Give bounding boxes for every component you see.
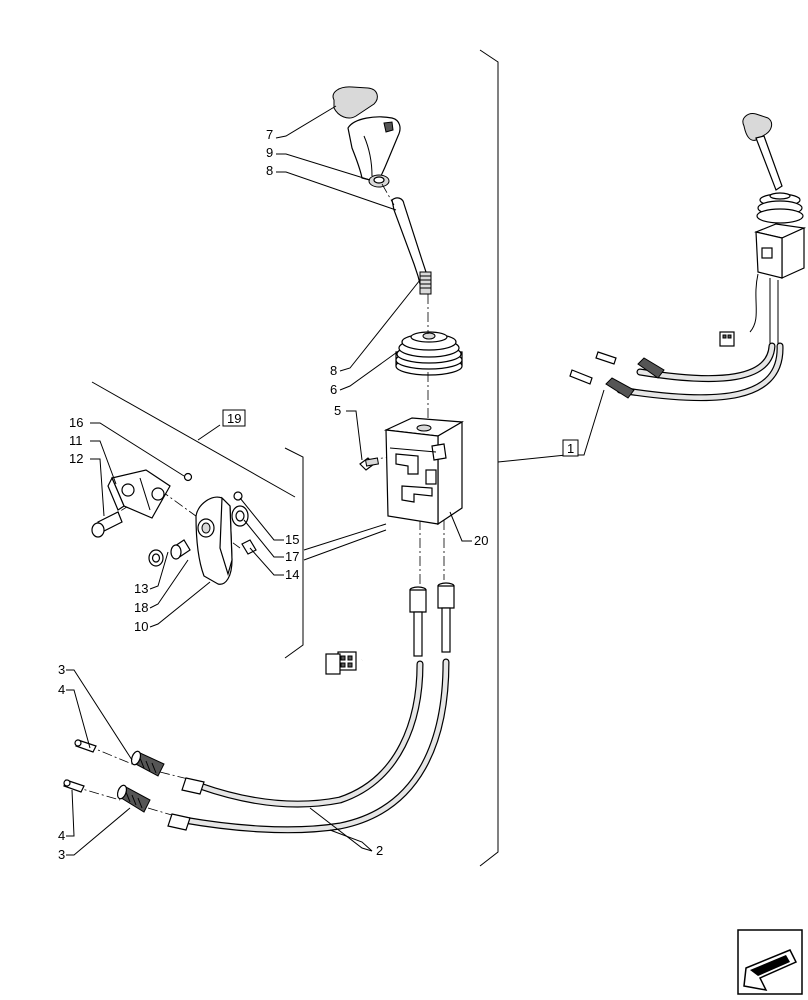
- washer-part-17: [231, 505, 249, 527]
- arrow-back-icon[interactable]: [737, 929, 803, 995]
- cable-end-upper-part-4: [74, 739, 97, 753]
- callout-4-upper: 4: [58, 682, 65, 697]
- callout-2: 2: [376, 843, 383, 858]
- callout-box-19: [222, 409, 246, 427]
- callout-11: 11: [69, 433, 83, 448]
- callout-14: 14: [285, 567, 299, 582]
- callout-6: 6: [330, 382, 337, 397]
- assembled-view: [569, 113, 807, 402]
- clevis-part-11: [107, 469, 171, 519]
- cable-end-fittings: [409, 582, 455, 657]
- callout-12: 12: [69, 451, 83, 466]
- callout-8-lower: 8: [330, 363, 337, 378]
- callout-7: 7: [266, 127, 273, 142]
- leader-lines: [66, 105, 605, 856]
- assembly-bracket-1: [479, 49, 567, 867]
- callout-13: 13: [134, 581, 148, 596]
- callout-5: 5: [334, 403, 341, 418]
- handle-part-9: [347, 116, 401, 188]
- bushing-part-13: [170, 539, 191, 560]
- callout-3-lower: 3: [58, 847, 65, 862]
- control-cables-part-2: [167, 658, 450, 834]
- cable-adjuster-lower-part-3: [116, 784, 151, 813]
- wire-harness: [325, 519, 400, 675]
- callout-16: 16: [69, 415, 83, 430]
- cable-adjuster-upper-part-3: [130, 750, 165, 777]
- pin-part-12: [91, 511, 123, 538]
- callout-19: 19: [227, 411, 241, 426]
- callout-box-1: [562, 439, 579, 457]
- callout-8-upper: 8: [266, 163, 273, 178]
- control-block-part-20: [383, 417, 464, 526]
- knob-cap-part-7: [332, 86, 378, 119]
- callout-3-upper: 3: [58, 662, 65, 677]
- cable-end-lower-part-4: [63, 779, 85, 793]
- screw-part-5: [359, 457, 380, 471]
- callout-18: 18: [134, 600, 148, 615]
- assembly-bracket-19: [91, 381, 304, 659]
- callout-17: 17: [285, 549, 299, 564]
- callout-9: 9: [266, 145, 273, 160]
- screw-part-16: [183, 472, 193, 482]
- callout-10: 10: [134, 619, 148, 634]
- washer-part-18: [148, 549, 164, 567]
- callout-20: 20: [474, 533, 488, 548]
- callout-1: 1: [567, 441, 574, 456]
- detent-lever-part-10: [195, 496, 233, 585]
- callout-4-lower: 4: [58, 828, 65, 843]
- lever-shaft-part-8: [391, 197, 432, 295]
- rubber-boot-part-6: [395, 331, 463, 376]
- callout-15: 15: [285, 532, 299, 547]
